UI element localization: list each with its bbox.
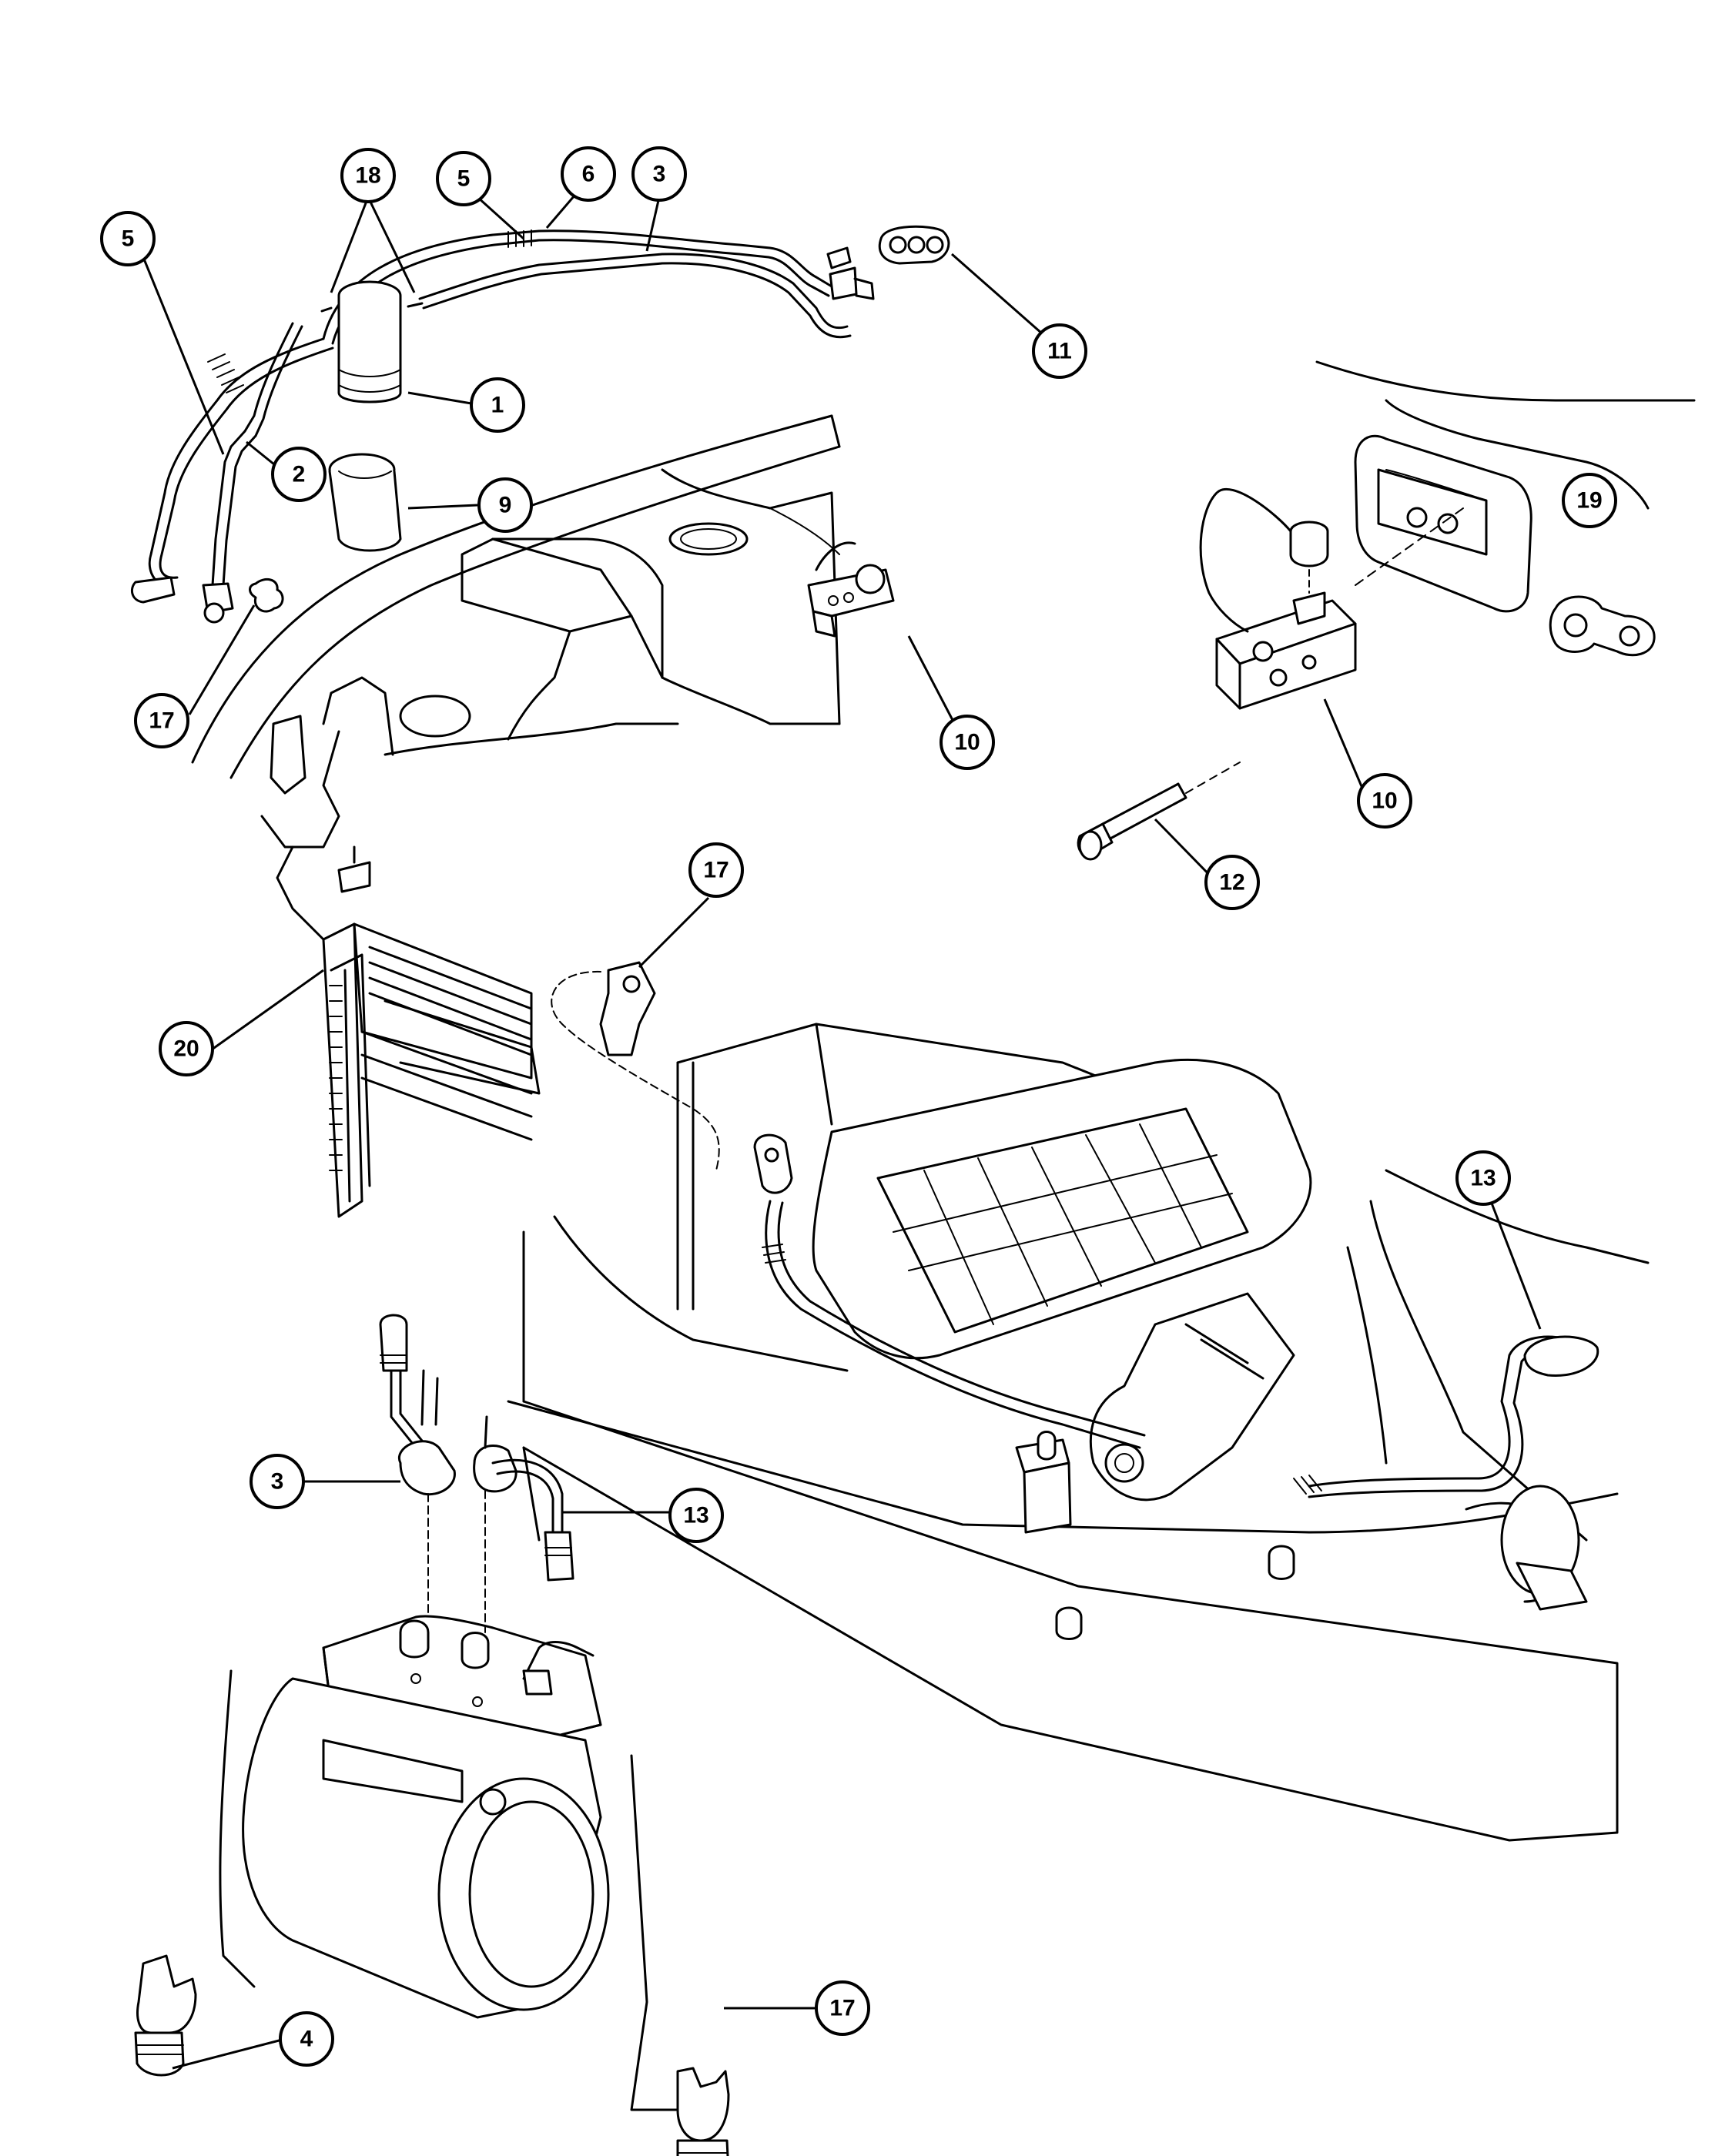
callout-2: 2 [271, 447, 327, 502]
leader-lines [142, 173, 1542, 2070]
bolt-part-12 [1077, 762, 1241, 861]
callout-20: 20 [159, 1021, 214, 1076]
svg-text:11: 11 [1047, 339, 1072, 364]
callout-10-installed: 10 [940, 715, 995, 770]
suction-discharge-hose-assembly [130, 229, 875, 624]
callout-6: 6 [561, 146, 616, 202]
callout-17-upper: 17 [134, 693, 189, 748]
svg-text:17: 17 [149, 708, 174, 734]
condenser-fins [329, 985, 343, 1171]
svg-text:10: 10 [954, 730, 980, 755]
callout-17-lower: 17 [815, 1980, 870, 2036]
callout-3-lower: 3 [250, 1454, 305, 1509]
callout-5-upper: 5 [436, 151, 491, 206]
callout-9: 9 [477, 477, 533, 533]
liquid-line [753, 1133, 1146, 1449]
callout-17-middle: 17 [688, 842, 744, 898]
callout-3-upper: 3 [631, 146, 687, 202]
callout-12: 12 [1204, 855, 1260, 910]
svg-text:5: 5 [122, 226, 135, 252]
seal-part-19 [1549, 595, 1656, 657]
svg-text:6: 6 [582, 162, 595, 187]
svg-text:17: 17 [829, 1996, 855, 2021]
receiver-drier [320, 280, 424, 403]
svg-text:13: 13 [1470, 1166, 1496, 1191]
callout-13-lower: 13 [668, 1488, 724, 1543]
svg-text:5: 5 [457, 166, 471, 192]
svg-text:18: 18 [355, 163, 380, 189]
svg-text:19: 19 [1576, 488, 1602, 514]
hose-end-part-3 [379, 1314, 456, 1618]
svg-text:12: 12 [1219, 870, 1244, 896]
svg-text:13: 13 [683, 1503, 708, 1528]
svg-text:9: 9 [499, 493, 512, 518]
svg-text:17: 17 [703, 858, 729, 883]
hose-end-part-4 [134, 1954, 197, 2077]
svg-text:3: 3 [653, 162, 666, 187]
callout-1: 1 [470, 377, 525, 433]
svg-text:1: 1 [491, 393, 504, 418]
compressor [219, 1615, 679, 2111]
callout-4: 4 [279, 2011, 334, 2067]
svg-text:3: 3 [271, 1469, 284, 1495]
firewall-panel [1315, 360, 1696, 613]
drier-mounting-bracket [328, 453, 402, 552]
suction-line [1293, 1335, 1599, 1611]
svg-text:20: 20 [173, 1036, 199, 1062]
expansion-valve-exploded [1199, 487, 1464, 710]
svg-text:10: 10 [1372, 788, 1397, 814]
clip-part-17-middle [551, 961, 720, 1171]
callout-5-left: 5 [100, 211, 156, 266]
hose-bracket-and-fittings [1015, 1292, 1295, 1640]
callout-10-exploded: 10 [1357, 773, 1412, 829]
hose-end-part-13 [473, 1415, 574, 1633]
svg-text:4: 4 [300, 2027, 313, 2052]
condenser [322, 845, 541, 1218]
grommet-part-11 [878, 225, 950, 265]
callout-18: 18 [340, 148, 396, 203]
callout-19: 19 [1562, 473, 1617, 528]
engine-compartment-body [191, 414, 841, 941]
expansion-valve-installed [807, 541, 895, 638]
callout-11: 11 [1032, 323, 1087, 379]
clip-part-17-lower [676, 2067, 730, 2156]
callout-13-upper: 13 [1455, 1150, 1511, 1206]
evaporator-housing [507, 1023, 1650, 1842]
svg-text:2: 2 [293, 462, 306, 487]
